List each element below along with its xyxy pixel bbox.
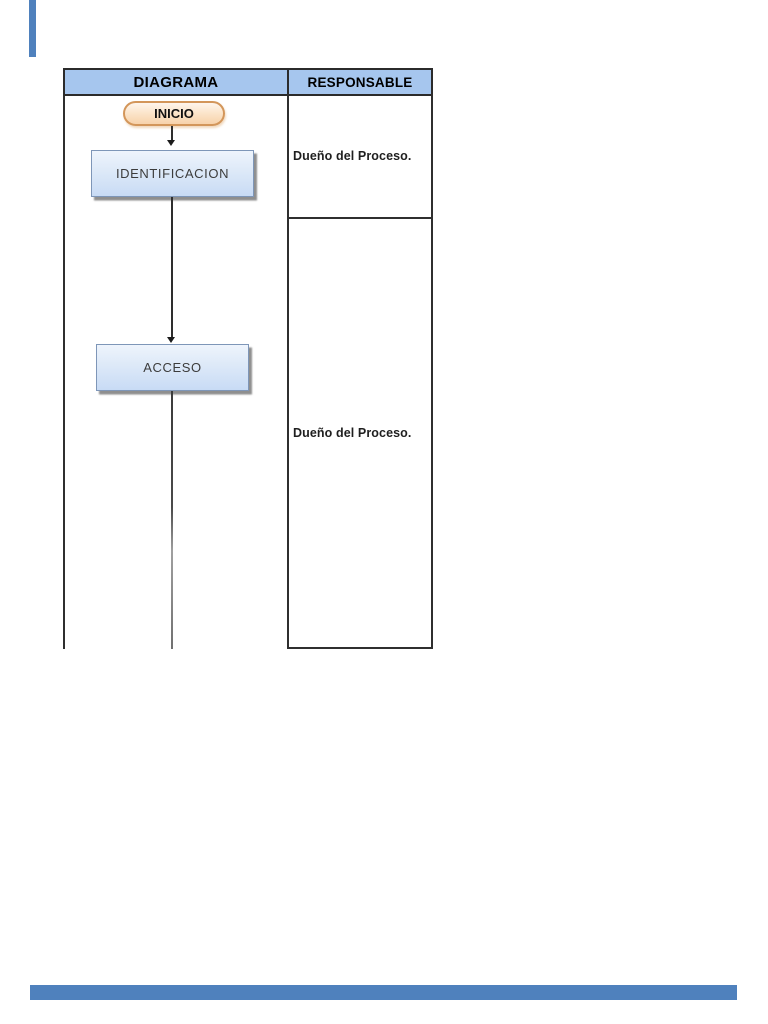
connector-acceso-continuation	[171, 391, 173, 649]
responsable-text-row-2: Dueño del Proceso.	[293, 426, 412, 440]
left-accent-bar	[29, 0, 36, 57]
responsable-cell-row-1: Dueño del Proceso.	[289, 94, 431, 219]
bottom-accent-bar	[30, 985, 737, 1000]
flow-node-identificacion-label: IDENTIFICACION	[115, 166, 230, 181]
arrow-down-icon	[167, 337, 175, 343]
column-header-responsable: RESPONSABLE	[287, 68, 433, 96]
column-header-diagrama: DIAGRAMA	[63, 68, 289, 96]
arrow-down-icon	[167, 140, 175, 146]
column-header-responsable-label: RESPONSABLE	[307, 74, 413, 90]
responsable-cell-row-2: Dueño del Proceso.	[289, 219, 431, 647]
flow-node-identificacion: IDENTIFICACION	[91, 150, 254, 197]
diagram-column-left-border	[63, 96, 65, 649]
column-header-diagrama-label: DIAGRAMA	[133, 73, 219, 91]
flow-node-inicio-label: INICIO	[154, 106, 194, 121]
flow-node-acceso: ACCESO	[96, 344, 249, 391]
flow-node-inicio: INICIO	[123, 101, 225, 126]
flow-node-acceso-label: ACCESO	[143, 360, 202, 375]
responsable-text-row-1: Dueño del Proceso.	[293, 148, 412, 163]
connector-identificacion-acceso	[171, 197, 173, 338]
connector-inicio-identificacion	[171, 126, 173, 141]
responsable-column: Dueño del Proceso. Dueño del Proceso.	[287, 94, 433, 649]
